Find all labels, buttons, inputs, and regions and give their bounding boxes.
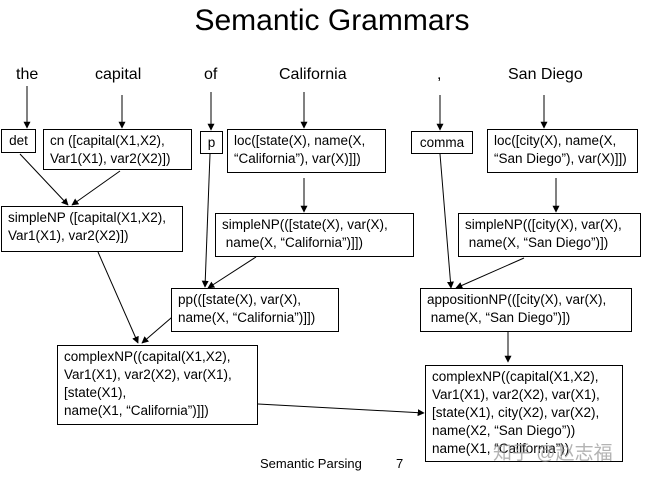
node-simplenp-san-diego: simpleNP(([city(X), var(X), name(X, “San… — [458, 213, 641, 257]
word-california: California — [279, 66, 347, 83]
arrow-cn-simplenp — [71, 170, 121, 206]
node-det: det — [1, 129, 36, 153]
arrow-p-pp — [201, 153, 211, 288]
node-loc-san-diego: loc([city(X), name(X, “San Diego”), var(… — [487, 129, 638, 173]
node-simplenp-capital: simpleNP ([capital(X1,X2), Var1(X1), var… — [1, 206, 183, 252]
node-complexnp-left: complexNP((capital(X1,X2), Var1(X1), var… — [57, 345, 258, 425]
node-appositionnp: appositionNP(([city(X), var(X), name(X, … — [420, 288, 632, 332]
node-pp: pp(([state(X), var(X), name(X, “Californ… — [171, 288, 339, 332]
watermark: 知乎 @赵志福 — [493, 443, 613, 464]
arrow-simplenp-ca-pp — [207, 256, 257, 289]
node-loc-california: loc([state(X), name(X, “California”), va… — [227, 129, 386, 173]
word-of: of — [204, 66, 218, 83]
node-simplenp-california: simpleNP(([state(X), var(X), name(X, “Ca… — [215, 213, 414, 257]
node-comma: comma — [411, 131, 473, 154]
arrow-simplenp-complexnp — [97, 251, 139, 344]
word-san-diego: San Diego — [508, 66, 583, 83]
word-the: the — [16, 66, 39, 83]
arrow-comma-apposition — [439, 153, 454, 289]
footer-text: Semantic Parsing — [260, 456, 362, 471]
arrow-simplenp-sd-apposition — [455, 257, 525, 289]
node-complexnp-right: complexNP((capital(X1,X2), Var1(X1), var… — [425, 365, 623, 462]
word-comma: , — [437, 66, 442, 83]
footer-page-number: 7 — [396, 456, 404, 471]
slide-title: Semantic Grammars — [194, 4, 470, 37]
arrow-det-simplenp — [19, 153, 69, 206]
arrow-complexnp-left-right — [257, 403, 425, 417]
node-cn: cn ([capital(X1,X2), Var1(X1), var2(X2)]… — [43, 129, 192, 170]
node-p: p — [200, 131, 223, 154]
word-capital: capital — [95, 66, 142, 83]
